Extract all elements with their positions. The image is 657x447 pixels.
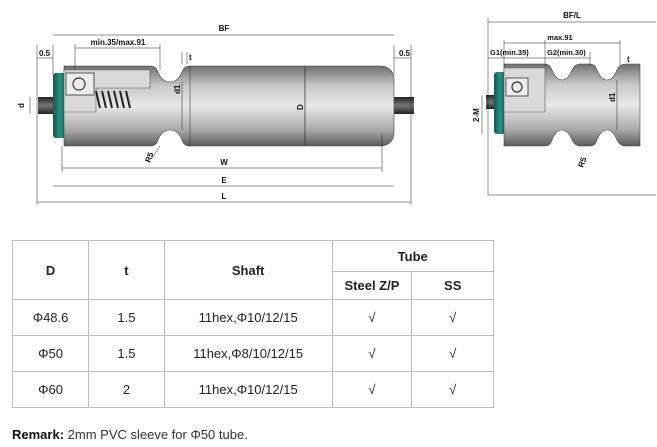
spring [95,90,131,109]
label-d1-right: d1 [608,92,617,102]
cell-d: Φ60 [11,371,90,408]
remark-text: 2mm PVC sleeve for Φ50 tube. [64,427,248,442]
label-bf: BF [219,24,230,33]
label-l: L [222,192,227,201]
header-steel: Steel Z/P [331,271,413,300]
label-d1: d1 [173,84,182,94]
cell-steel: √ [331,335,413,372]
label-2m: 2-M [472,108,481,122]
label-r5-right: R5 [576,155,588,168]
cell-ss: √ [411,299,494,336]
bearing-housing-right [505,77,529,97]
table-row: Φ60 2 11hex,Φ10/12/15 √ √ [11,371,494,408]
bearing-housing [65,72,95,96]
label-w: W [220,158,228,167]
label-D: D [296,104,305,110]
cell-shaft: 11hex,Φ10/12/15 [163,371,333,408]
bearing-right [511,81,523,93]
header-d: D [11,240,90,300]
roller-right [486,63,641,147]
label-bfl: BF/L [563,11,581,20]
remark-note: Remark: 2mm PVC sleeve for Φ50 tube. [12,427,248,442]
header-shaft: Shaft [163,240,333,300]
cell-steel: √ [331,371,413,408]
end-cap-left [53,73,67,138]
label-gap-left: 0.5 [39,49,51,58]
label-d: d [17,103,26,108]
spec-table: D t Shaft Tube Steel Z/P SS Φ48.6 1.5 11… [11,240,494,408]
roller-left [38,65,414,147]
label-t: t [189,53,192,62]
remark-label: Remark: [12,427,65,442]
label-r5: R5 [143,150,155,163]
end-cap-right-detail [494,72,506,134]
label-gap-right: 0.5 [399,49,411,58]
cell-t: 1.5 [88,335,165,372]
label-g1: G1(min.35) [490,48,529,57]
header-ss: SS [411,271,494,300]
roller-technical-drawing: BF 0.5 0.5 min.35/max.91 t d1 d D R5 W E… [17,11,656,205]
cell-shaft: 11hex,Φ8/10/12/15 [163,335,333,372]
header-tube: Tube [331,240,494,272]
label-g2: G2(min.30) [547,48,586,57]
cell-steel: √ [331,299,413,336]
cell-d: Φ48.6 [11,299,90,336]
cell-shaft: 11hex,Φ10/12/15 [163,299,333,336]
label-max91: max.91 [547,33,572,42]
cell-t: 1.5 [88,299,165,336]
cell-ss: √ [411,335,494,372]
header-t: t [88,240,165,300]
label-t-right: t [627,55,630,64]
table-row: Φ48.6 1.5 11hex,Φ10/12/15 √ √ [11,299,494,336]
bearing [72,77,86,91]
cell-ss: √ [411,371,494,408]
label-min-max: min.35/max.91 [91,38,146,47]
table-row: Φ50 1.5 11hex,Φ8/10/12/15 √ √ [11,335,494,372]
dimensions-left [29,34,412,205]
dimensions-right [481,18,656,196]
cell-t: 2 [88,371,165,408]
label-e: E [221,176,227,185]
cell-d: Φ50 [11,335,90,372]
